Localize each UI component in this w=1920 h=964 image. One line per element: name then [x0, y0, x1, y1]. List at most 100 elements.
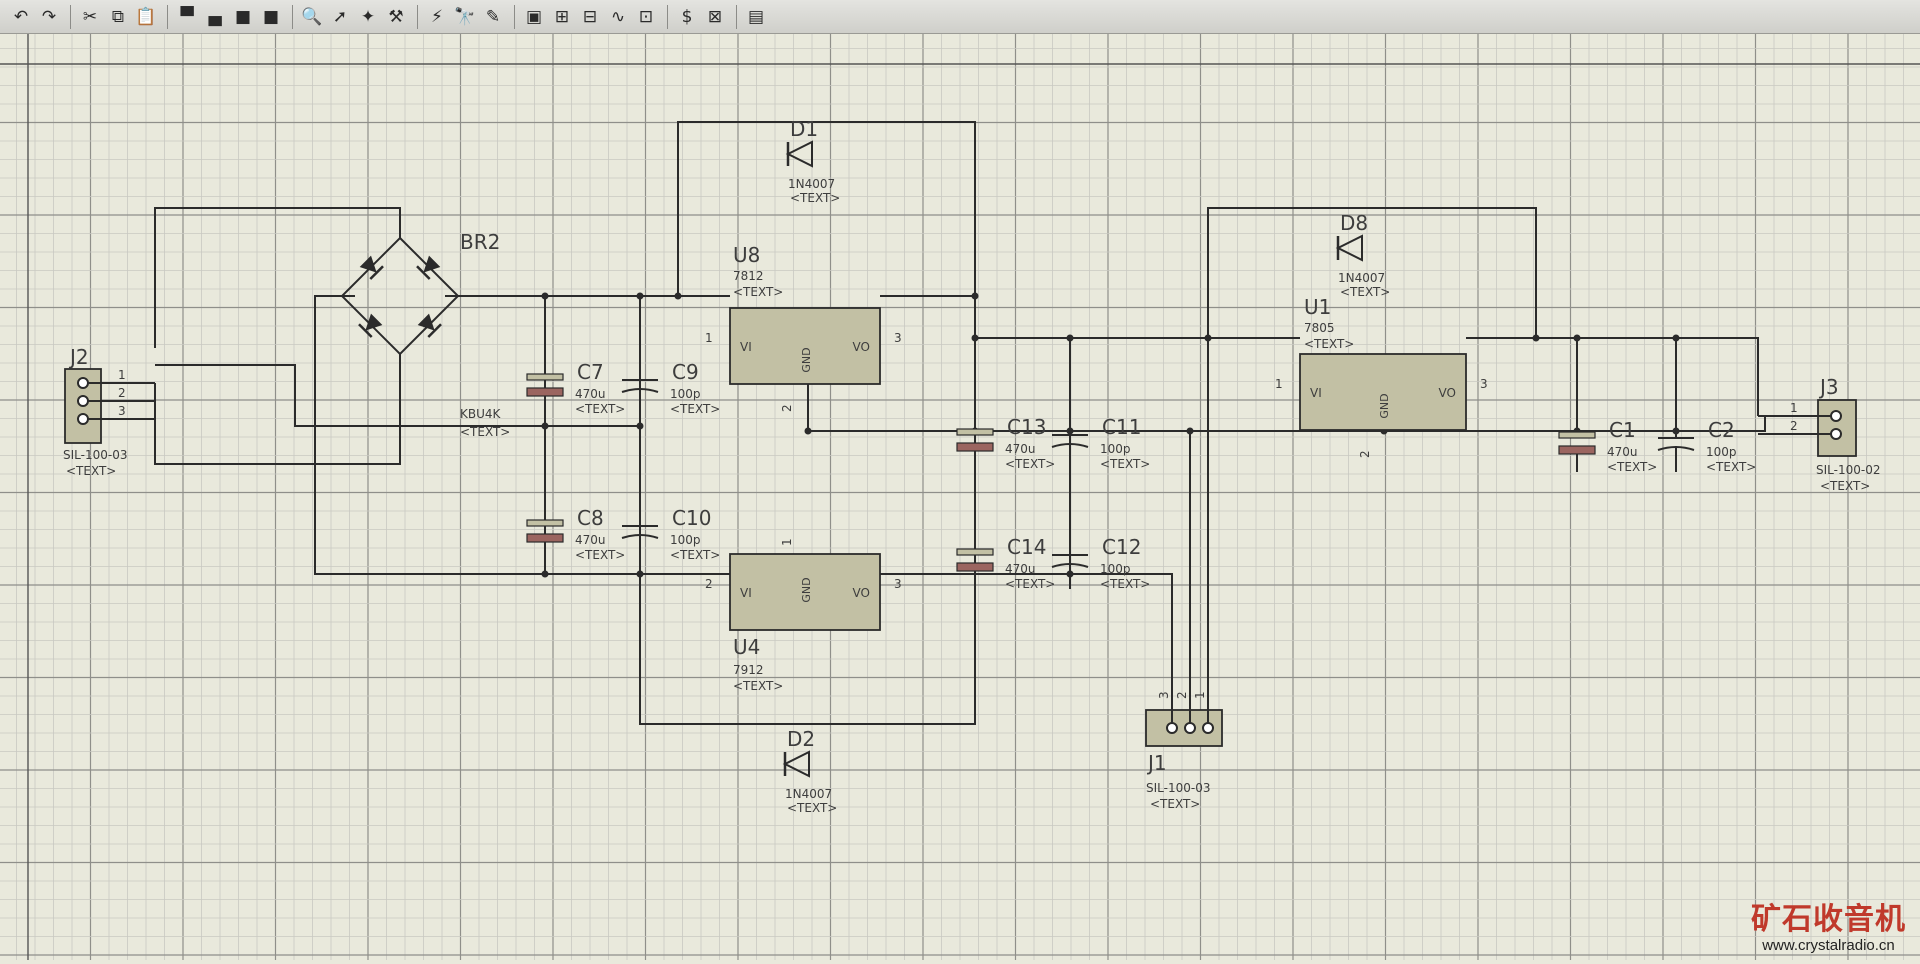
block-move-icon[interactable]: ▄: [208, 6, 222, 27]
diode-text: <TEXT>: [787, 801, 837, 815]
capacitor-plate: [956, 428, 994, 436]
regulator-ref: U8: [733, 243, 760, 267]
capacitor-ref: C1: [1609, 418, 1636, 442]
block-copy-icon[interactable]: ▀: [180, 6, 194, 27]
capacitor-value: 100p: [1706, 445, 1737, 459]
capacitor-value: 100p: [670, 387, 701, 401]
make-device-icon[interactable]: ✦: [360, 6, 376, 27]
capacitor-ref: C9: [672, 360, 699, 384]
regulator-body: [729, 553, 881, 631]
capacitor-text: <TEXT>: [575, 402, 625, 416]
capacitor-text: <TEXT>: [1005, 577, 1055, 591]
paste-icon[interactable]: 📋: [135, 6, 157, 27]
regulator-pin-out: 3: [894, 577, 902, 591]
capacitor-plate: [1051, 563, 1089, 568]
connector-ref: J3: [1818, 375, 1839, 399]
connector-value: SIL-100-03: [63, 448, 127, 462]
connector-pin: [77, 395, 89, 407]
connector-pin: [1166, 722, 1178, 734]
capacitor-plate: [1051, 443, 1089, 448]
junction-dot: [541, 292, 549, 300]
diode-value: 1N4007: [1338, 271, 1385, 285]
block-rotate-icon[interactable]: ■: [234, 6, 252, 27]
bridge-ref: BR2: [460, 230, 500, 254]
toolbar-separator: [167, 4, 168, 29]
pick-device-icon[interactable]: ➚: [332, 6, 348, 27]
remove-sheet-icon[interactable]: ⊟: [582, 6, 598, 27]
connector-pin-number: 1: [118, 368, 126, 382]
search-tag-icon[interactable]: 🔭: [454, 6, 476, 27]
diode-text: <TEXT>: [790, 191, 840, 205]
wire-d8-loop: [1207, 207, 1537, 679]
connector-text: <TEXT>: [66, 464, 116, 478]
zoom-icon[interactable]: 🔍: [301, 6, 323, 27]
connector-pin: [1830, 428, 1842, 440]
capacitor-text: <TEXT>: [1100, 457, 1150, 471]
wire-u4-out-j1: [880, 573, 1173, 679]
capacitor-value: 470u: [575, 533, 606, 547]
cut-icon[interactable]: ✂: [82, 6, 98, 27]
new-sheet-icon[interactable]: ▣: [525, 6, 543, 27]
packaging-tool-icon[interactable]: ⚒: [388, 6, 404, 27]
undo-icon[interactable]: ↶: [13, 6, 29, 27]
capacitor-text: <TEXT>: [575, 548, 625, 562]
junction-dot: [674, 292, 682, 300]
wire-u1-out: [1466, 337, 1759, 391]
junction-dot: [1204, 334, 1212, 342]
capacitor-text: <TEXT>: [670, 402, 720, 416]
regulator-text: <TEXT>: [733, 285, 783, 299]
capacitor-plate: [526, 519, 564, 527]
capacitor-plate: [526, 373, 564, 381]
capacitor-ref: C2: [1708, 418, 1735, 442]
wire-autorouter-icon[interactable]: ⚡: [431, 6, 443, 27]
block-delete-icon[interactable]: ■: [262, 6, 280, 27]
bill-of-materials-icon[interactable]: ⊡: [638, 6, 654, 27]
junction-dot: [541, 570, 549, 578]
connector-value: SIL-100-03: [1146, 781, 1210, 795]
regulator-ref: U4: [733, 635, 760, 659]
capacitor-plate-negative: [526, 387, 564, 397]
copy-icon[interactable]: ⧉: [111, 6, 125, 27]
junction-dot: [1066, 334, 1074, 342]
bridge-diode-bar: [427, 323, 442, 338]
connector-pin: [1202, 722, 1214, 734]
junction-dot: [636, 570, 644, 578]
wire-j2-pin1: [154, 207, 401, 348]
connector-value: SIL-100-02: [1816, 463, 1880, 477]
netlist-icon[interactable]: $: [681, 6, 693, 27]
diode-body: [782, 750, 810, 778]
electrical-rule-check-icon[interactable]: ⊠: [707, 6, 723, 27]
capacitor-ref: C12: [1102, 535, 1141, 559]
bridge-rectifier-body: [340, 236, 460, 356]
capacitor-ref: C10: [672, 506, 711, 530]
toolbar-separator: [736, 4, 737, 29]
diode-text: <TEXT>: [1340, 285, 1390, 299]
regulator-gnd-label: GND: [1378, 393, 1391, 418]
junction-dot: [541, 422, 549, 430]
regulator-text: <TEXT>: [733, 679, 783, 693]
connector-ref: J1: [1146, 751, 1167, 775]
property-tool-icon[interactable]: ✎: [485, 6, 501, 27]
regulator-pin-gnd: 2: [1358, 450, 1372, 458]
regulator-pin-out: 3: [1480, 377, 1488, 391]
connector-pin-number: 1: [1790, 401, 1798, 415]
diode-body: [1335, 234, 1363, 262]
bridge-diode-bar: [416, 265, 431, 280]
capacitor-value: 100p: [1100, 562, 1131, 576]
capacitor-value: 100p: [670, 533, 701, 547]
regulator-vi-label: VI: [740, 340, 752, 354]
capacitor-plate: [621, 388, 659, 393]
exit-sheet-icon[interactable]: ∿: [610, 6, 626, 27]
add-sheet-icon[interactable]: ⊞: [554, 6, 570, 27]
regulator-value: 7912: [733, 663, 764, 677]
connector-pin-number: 1: [1193, 691, 1207, 699]
diode-value: 1N4007: [788, 177, 835, 191]
connector-pin-number: 2: [118, 386, 126, 400]
regulator-body: [729, 307, 881, 385]
redo-icon[interactable]: ↷: [41, 6, 57, 27]
ares-icon[interactable]: ▤: [747, 6, 765, 27]
capacitor-value: 470u: [575, 387, 606, 401]
